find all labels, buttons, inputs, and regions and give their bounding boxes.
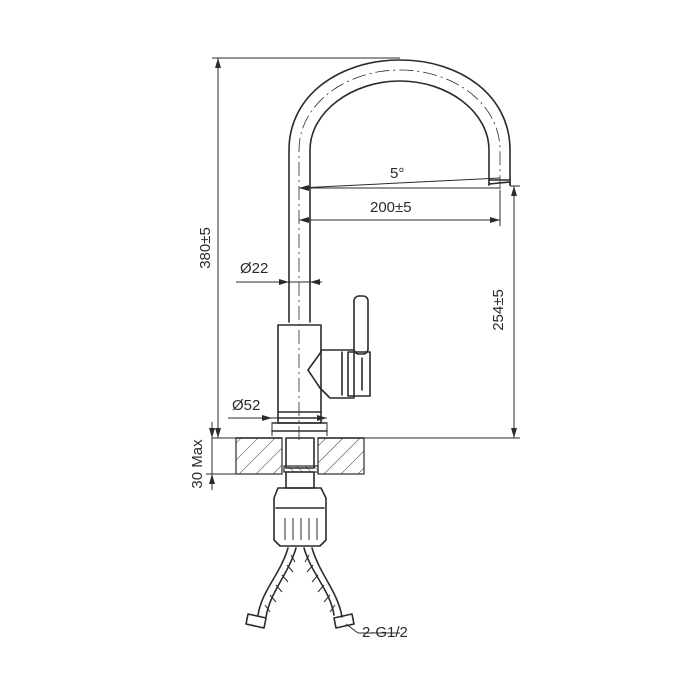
lever-handle xyxy=(308,296,370,398)
base-diameter-label: Ø52 xyxy=(232,397,260,414)
angle-label: 5° xyxy=(390,165,404,182)
dimension-spout-diameter xyxy=(236,279,322,285)
dimension-counter-thickness xyxy=(206,422,236,490)
dimension-base-diameter xyxy=(228,415,327,436)
height-total-label: 380±5 xyxy=(197,227,214,269)
spout-diameter-label: Ø22 xyxy=(240,260,268,277)
counter-thickness-label: 30 Max xyxy=(189,439,206,489)
faucet-body xyxy=(289,60,510,440)
spout-height-label: 254±5 xyxy=(490,289,507,331)
dimension-total-height xyxy=(212,58,400,438)
faucet-main-body xyxy=(272,325,327,431)
reach-label: 200±5 xyxy=(370,199,412,216)
flexible-hoses xyxy=(246,548,354,628)
connection-label: 2-G1/2 xyxy=(362,624,408,641)
